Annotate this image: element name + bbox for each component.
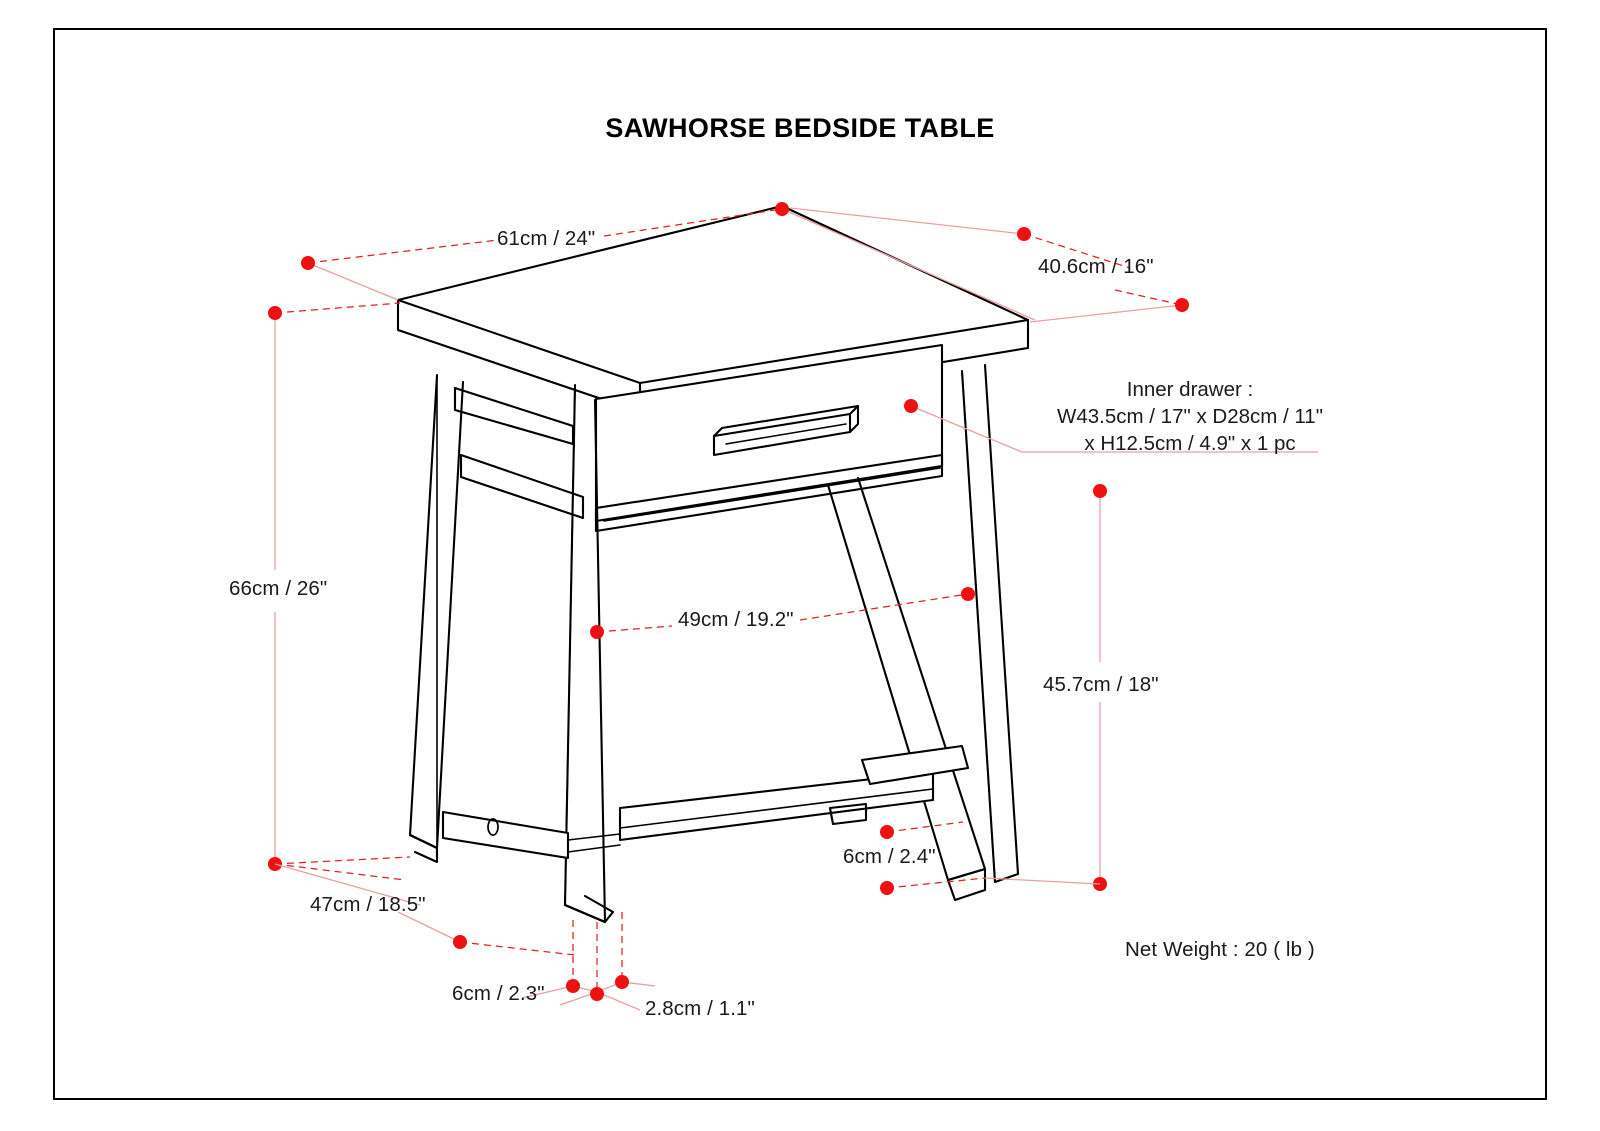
leg-front-left (563, 383, 615, 924)
page-border (53, 28, 1547, 1100)
table-top (396, 204, 1030, 414)
label-inner-drawer-line1: Inner drawer : (1126, 378, 1254, 401)
stretcher-front-long (618, 770, 935, 842)
dimension-inner-drawer (904, 399, 1318, 498)
label-net-weight: Net Weight : 20 ( lb ) (1125, 938, 1315, 961)
label-lower-width: 49cm / 19.2" (678, 608, 794, 631)
dimension-leg-detail (521, 912, 656, 1011)
foot-back-left (408, 833, 439, 864)
page-title: SAWHORSE BEDSIDE TABLE (605, 113, 995, 143)
side-rail-lower-left (459, 453, 585, 520)
dimension-stretcher-height (880, 821, 1101, 895)
label-stretcher-height: 6cm / 2.4" (843, 845, 936, 868)
leg-front-right (826, 476, 987, 902)
stretcher-right-side (860, 744, 970, 786)
apron-lower (594, 453, 944, 533)
label-side-height: 45.7cm / 18" (1043, 673, 1159, 696)
stretcher-left-side (441, 810, 570, 860)
label-base-depth: 47cm / 18.5" (310, 893, 426, 916)
drawer-handle (712, 404, 860, 457)
label-top-depth: 40.6cm / 16" (1038, 255, 1154, 278)
leg-back-right (960, 363, 1020, 884)
side-rail-upper-left (453, 386, 575, 446)
leg-back-left (408, 373, 465, 850)
dimension-lower-width (590, 587, 975, 639)
label-leg-thickness: 2.8cm / 1.1" (645, 997, 755, 1020)
label-overall-height: 66cm / 26" (229, 577, 328, 600)
label-top-width: 61cm / 24" (497, 227, 596, 250)
dimension-base-depth (274, 863, 576, 956)
dimension-top-depth (789, 207, 1189, 323)
label-leg-width: 6cm / 2.3" (452, 982, 545, 1005)
label-inner-drawer-line3: x H12.5cm / 4.9" x 1 pc (1084, 432, 1296, 455)
dimension-top-width (301, 202, 1036, 321)
label-inner-drawer-line2: W43.5cm / 17" x D28cm / 11" (1057, 405, 1323, 428)
stretcher-back-connector (567, 833, 621, 853)
